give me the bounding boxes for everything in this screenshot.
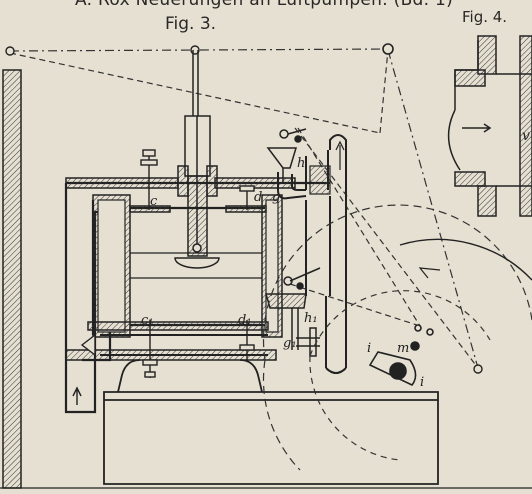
valve-spindle-d1 — [239, 320, 255, 360]
pivot-bottom-right-icon — [473, 364, 483, 374]
label-c1: c₁ — [141, 313, 154, 328]
label-v: v — [522, 128, 530, 144]
cylinder-head-upper — [65, 165, 296, 213]
valve-box-g1 — [296, 327, 320, 357]
label-d: d — [254, 190, 262, 205]
label-h: h — [297, 156, 305, 171]
label-g1: g₁ — [283, 336, 297, 351]
figure-4-valve-section — [447, 35, 532, 217]
figure-4-label: Fig. 4. — [462, 8, 508, 26]
valve-spindle-c1 — [142, 320, 158, 378]
base-foundation — [0, 359, 532, 489]
rod-guide — [174, 115, 220, 269]
label-m: m — [397, 341, 409, 356]
label-g: g — [272, 190, 280, 205]
figure-3-label: Fig. 3. — [165, 14, 217, 34]
valve-box-g — [277, 172, 307, 200]
discharge-pipe — [305, 134, 347, 374]
plate-title: A. Rox Neuerungen an Luftpumpen. (Bd. 1) — [75, 0, 454, 10]
label-i-left: i — [367, 341, 371, 356]
valve-spindle-c — [140, 149, 158, 210]
left-wall — [2, 69, 22, 489]
piston-rod — [192, 50, 199, 116]
valve-spindle-d — [239, 185, 255, 210]
label-i-right: i — [420, 375, 424, 390]
lower-inlet-arrow-icon — [80, 333, 96, 357]
label-c: c — [150, 194, 158, 209]
label-h1: h₁ — [304, 311, 318, 326]
inlet-arrow-icon — [72, 386, 82, 405]
valve-box-h — [266, 128, 307, 183]
pivot-right-icon — [382, 43, 394, 55]
pivot-left-icon — [5, 46, 15, 56]
label-d1: d₁ — [238, 313, 252, 328]
eccentric-circles — [262, 204, 532, 471]
crank-mechanism — [368, 324, 434, 386]
